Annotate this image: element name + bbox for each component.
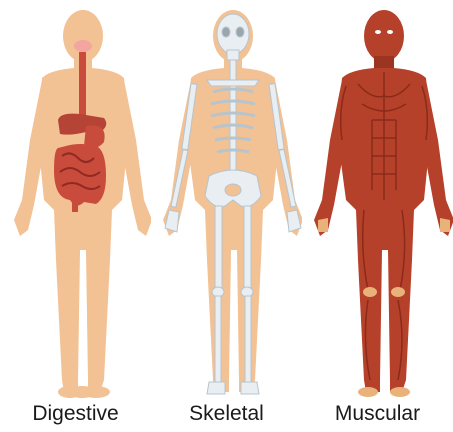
digestive-figure (0, 0, 151, 400)
digestive-label: Digestive (0, 400, 151, 428)
skeletal-illustration (151, 0, 302, 400)
muscular-label: Muscular (302, 400, 453, 428)
skeletal-figure (151, 0, 302, 400)
muscle-body (314, 10, 453, 392)
muscular-figure (302, 0, 453, 400)
digestive-tract (54, 40, 106, 212)
digestive-illustration (0, 0, 151, 400)
skeletal-label: Skeletal (151, 400, 302, 428)
muscular-illustration (302, 0, 453, 400)
